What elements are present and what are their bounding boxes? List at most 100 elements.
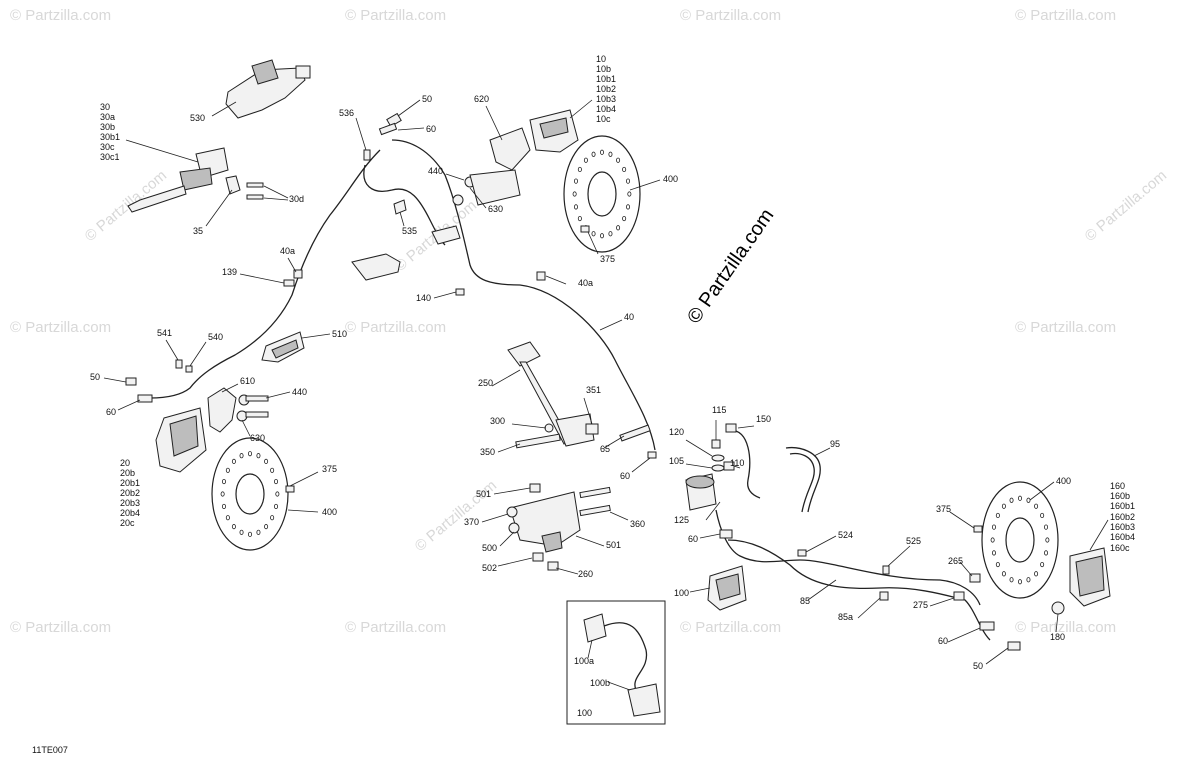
svg-text:10b1: 10b1	[596, 74, 616, 84]
part-65-pushrod[interactable]	[619, 424, 651, 442]
part-40a-clip-left[interactable]	[293, 269, 303, 279]
part-10-front-caliper[interactable]	[529, 109, 579, 153]
label-541: 541	[157, 328, 172, 338]
part-40a-clip-mid[interactable]	[536, 271, 546, 281]
disc-hole	[626, 178, 631, 184]
part-20-rear-caliper-left[interactable]	[155, 407, 207, 473]
svg-text:30a: 30a	[100, 112, 115, 122]
part-525-clip[interactable]	[882, 565, 890, 575]
label-351: 351	[586, 385, 601, 395]
label-85a: 85a	[838, 612, 853, 622]
part-620-caliper-bracket[interactable]	[489, 127, 531, 171]
part-100-abs-module[interactable]	[707, 565, 747, 611]
part-115-cap[interactable]	[711, 439, 721, 449]
part-60-fitting-mid[interactable]	[647, 451, 657, 459]
part-375-screw-top[interactable]	[580, 225, 590, 233]
part-300-350-pivot-bolt[interactable]	[515, 423, 561, 449]
label-110: 110	[730, 458, 744, 468]
part-360-bolts[interactable]	[579, 486, 611, 517]
part-351-bushing[interactable]	[585, 423, 599, 435]
part-160-caliper-right[interactable]	[1069, 547, 1111, 607]
label-40a-mid: 40a	[578, 278, 593, 288]
part-501-bolt-top[interactable]	[529, 483, 541, 493]
watermark-2: © Partzilla.com	[680, 7, 781, 24]
brake-line-40-upper[interactable]	[391, 139, 656, 451]
part-50-banjo-bolt-left[interactable]	[125, 377, 137, 386]
part-400-disc-left[interactable]	[211, 437, 289, 551]
disc-hole	[1044, 550, 1049, 556]
disc-hole	[264, 458, 269, 464]
part-140-bolt[interactable]	[455, 288, 465, 296]
svg-text:20b: 20b	[120, 468, 135, 478]
part-530-bracket[interactable]	[225, 59, 311, 119]
brake-line-85[interactable]	[727, 539, 991, 641]
svg-text:30b1: 30b1	[100, 132, 120, 142]
svg-text:160b1: 160b1	[1110, 501, 1135, 511]
part-95-hose[interactable]	[785, 446, 821, 513]
part-524-clip[interactable]	[797, 549, 807, 557]
part-541-540-clips[interactable]	[175, 359, 193, 373]
watermark-7: © Partzilla.com	[10, 619, 111, 636]
inset-box-100[interactable]	[566, 600, 666, 725]
part-junction-block[interactable]	[351, 225, 461, 281]
part-250-brake-pedal[interactable]	[507, 341, 595, 447]
part-150-sensor-cable[interactable]	[725, 423, 761, 499]
disc-hole	[275, 491, 280, 497]
part-60-50-fittings-bottom-right[interactable]	[979, 621, 1021, 651]
brake-line-40[interactable]	[149, 149, 381, 399]
label-440-top: 440	[428, 166, 443, 176]
part-610-bracket[interactable]	[207, 387, 237, 433]
label-525: 525	[906, 536, 921, 546]
part-60-fitting-left[interactable]	[137, 394, 153, 403]
disc-hole	[221, 478, 226, 485]
label-630-top: 630	[488, 204, 503, 214]
label-60-left: 60	[106, 407, 116, 417]
part-400-disc-top[interactable]	[563, 135, 641, 253]
label-350: 350	[480, 447, 495, 457]
brake-line-from-module[interactable]	[715, 509, 981, 606]
part-120-105-seals[interactable]	[711, 454, 725, 472]
label-50-br: 50	[973, 661, 983, 671]
part-400-disc-right[interactable]	[981, 481, 1059, 599]
svg-text:30c: 30c	[100, 142, 115, 152]
part-60-fitting-right[interactable]	[719, 529, 733, 539]
part-125-reservoir[interactable]	[685, 473, 717, 511]
part-30d-screws[interactable]	[246, 182, 264, 200]
part-510-cover[interactable]	[261, 331, 305, 363]
part-502-260-fasteners[interactable]	[532, 552, 559, 571]
disc-hole	[221, 503, 226, 510]
svg-text:10c: 10c	[596, 114, 611, 124]
part-500-pedal-bracket[interactable]	[509, 491, 581, 553]
disc-hole	[608, 151, 613, 157]
part-180-bolt[interactable]	[1051, 601, 1065, 615]
part-440-bolts-top[interactable]	[452, 169, 521, 206]
label-30-group: 30 30a 30b 30b1 30c 30c1	[100, 102, 120, 162]
part-265-275-fittings[interactable]	[953, 573, 981, 601]
watermark-4: © Partzilla.com	[10, 319, 111, 336]
disc-hole	[600, 233, 605, 239]
part-50-banjo-bolt-top[interactable]	[386, 112, 402, 128]
watermark-9: © Partzilla.com	[680, 619, 781, 636]
part-85a-clip[interactable]	[879, 591, 889, 601]
part-535-clip[interactable]	[393, 199, 407, 215]
disc-hole	[231, 458, 236, 464]
svg-text:20b3: 20b3	[120, 498, 140, 508]
part-536-clip[interactable]	[363, 149, 371, 161]
copyright-watermark: © Partzilla.com	[683, 205, 778, 328]
part-370-nuts[interactable]	[506, 506, 520, 534]
part-30-master-cylinder[interactable]	[127, 147, 241, 213]
label-630-left: 630	[250, 433, 265, 443]
part-139-bolt[interactable]	[283, 279, 295, 287]
part-60-fitting-top[interactable]	[378, 122, 398, 136]
part-375-screw-left[interactable]	[285, 485, 295, 493]
part-440-bolts-left[interactable]	[236, 394, 269, 422]
label-30d: 30d	[289, 194, 304, 204]
disc-hole	[995, 561, 1000, 568]
part-375-screw-right[interactable]	[973, 525, 983, 533]
leader-lines	[103, 99, 1109, 691]
svg-text:20b2: 20b2	[120, 488, 140, 498]
label-95: 95	[830, 439, 840, 449]
disc-hole	[608, 231, 613, 237]
disc-hole	[1009, 497, 1014, 503]
disc-hole	[1018, 495, 1023, 501]
